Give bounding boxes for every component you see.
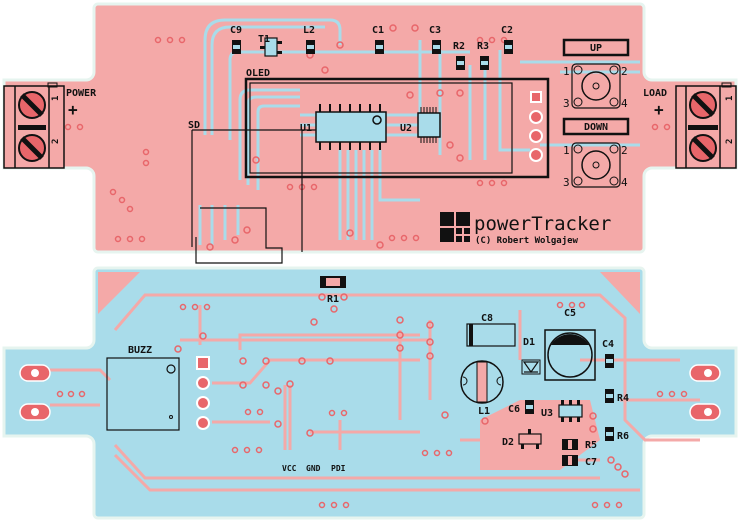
programming-header [196,356,210,430]
svg-text:4: 4 [621,97,628,110]
powertracker-logo: powerTracker (C) Robert Wolgajew [440,212,611,246]
down-button: DOWN 1 2 3 4 [562,117,630,189]
u1-chip: U1 [300,104,387,150]
svg-text:2: 2 [621,65,628,78]
pdi-label: PDI [331,464,346,473]
svg-text:C5: C5 [564,308,576,319]
up-label: UP [590,43,602,54]
svg-text:L2: L2 [303,25,315,36]
svg-text:R5: R5 [585,440,597,451]
power-pin-1: 1 [51,96,61,101]
load-plus-sign: + [654,100,664,119]
c9-capacitor: C9 [230,25,242,54]
r3-resistor: R3 [477,41,489,70]
c3-capacitor: C3 [429,25,441,54]
svg-text:4: 4 [621,176,628,189]
copyright-text: (C) Robert Wolgajew [475,235,579,246]
svg-text:C3: C3 [429,25,441,36]
buzz-label: BUZZ [128,345,152,356]
c6-capacitor: C6 [508,400,534,415]
c5-capacitor: C5 [544,308,596,381]
u2-chip: U2 [400,107,441,143]
u3-chip: U3 [541,400,583,422]
svg-text:L1: L1 [478,406,490,417]
svg-text:3: 3 [563,176,570,189]
svg-text:D2: D2 [502,437,514,448]
logo-mark-icon [440,212,454,226]
c8-capacitor: C8 [466,313,516,347]
svg-text:C1: C1 [372,25,384,36]
down-label: DOWN [584,122,608,133]
power-terminal: 1 2 POWER + [3,82,97,169]
c2-capacitor: C2 [501,25,513,54]
r5-resistor: R5 [562,439,597,451]
d1-diode: D1 [521,337,541,375]
r6-resistor: R6 [605,427,629,442]
svg-text:3: 3 [563,97,570,110]
l2-inductor: L2 [303,25,315,54]
svg-text:U3: U3 [541,408,553,419]
svg-text:C2: C2 [501,25,513,36]
svg-text:C8: C8 [481,313,493,324]
r2-resistor: R2 [453,41,465,70]
svg-text:R1: R1 [327,294,339,305]
svg-text:D1: D1 [523,337,535,348]
svg-text:R4: R4 [617,393,629,404]
r4-resistor: R4 [605,389,629,404]
svg-text:R3: R3 [477,41,489,52]
bottom-board: < R1 BUZZ VCC GND PDI [2,266,738,520]
d2-diode: D2 [502,429,542,449]
top-smd-parts: C9 T1 L2 C1 C3 R2 [230,25,513,70]
svg-text:C9: C9 [230,25,242,36]
svg-text:C7: C7 [585,457,597,468]
svg-text:C6: C6 [508,404,520,415]
svg-text:T1: T1 [258,34,270,45]
sd-label: SD [188,120,200,131]
power-label: POWER [66,88,97,99]
load-pin-2: 2 [725,139,735,144]
c7-capacitor: C7 [562,455,597,468]
app-title: powerTracker [474,213,611,235]
c4-capacitor: C4 [602,339,614,368]
vcc-label: VCC [282,464,297,473]
c1-capacitor: C1 [372,25,384,54]
svg-text:1: 1 [563,65,570,78]
l1-inductor: L1 [460,360,504,417]
top-vias [64,24,683,251]
bottom-vias: < [56,293,688,509]
load-label: LOAD [643,88,667,99]
svg-text:R6: R6 [617,431,629,442]
svg-text:2: 2 [621,144,628,157]
svg-text:R2: R2 [453,41,465,52]
svg-text:C4: C4 [602,339,614,350]
mounting-slots [19,364,721,421]
oled-module: OLED [244,68,550,179]
power-plus-sign: + [68,100,78,119]
u2-label: U2 [400,123,412,134]
oled-label: OLED [246,68,270,79]
t1-transistor: T1 [258,34,282,57]
up-button: UP 1 2 3 4 [562,38,630,110]
pdi-connector: VCC GND PDI [282,464,346,473]
gnd-label: GND [306,464,321,473]
svg-text:1: 1 [563,144,570,157]
r1-resistor: R1 [320,276,346,305]
load-pin-1: 1 [725,96,735,101]
buzzer: BUZZ [106,345,180,431]
sd-card-outline: SD [188,120,316,264]
power-pin-2: 2 [51,139,61,144]
u1-label: U1 [300,123,312,134]
load-terminal: 1 2 LOAD + [643,82,737,169]
top-board: 1 2 POWER + 1 2 LOAD + OLED [2,2,738,264]
